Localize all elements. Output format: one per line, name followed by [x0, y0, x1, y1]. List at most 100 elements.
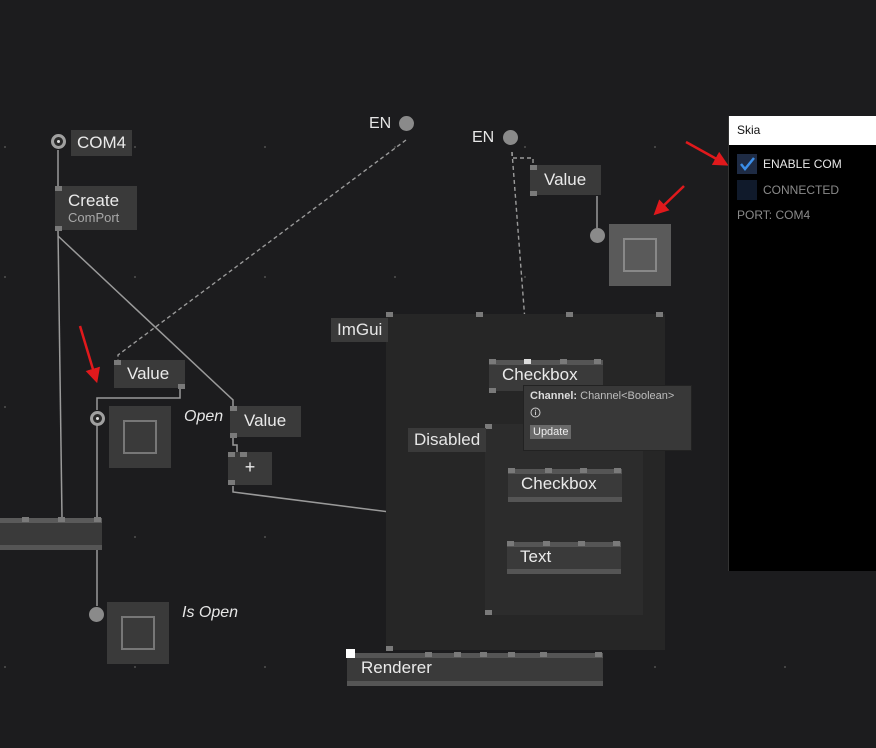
grid-dot [394, 276, 396, 278]
port-row: PORT: COM4 [737, 208, 810, 222]
imgui-pin-4[interactable] [656, 312, 663, 317]
plus-in-pin-a[interactable] [228, 452, 235, 457]
grid-dot [134, 146, 136, 148]
enable-com-row[interactable]: ENABLE COM [737, 154, 842, 174]
wire-value1-toggle [96, 388, 181, 410]
com4-node[interactable]: COM4 [71, 130, 132, 156]
grid-dot [4, 406, 6, 408]
checkbox2-pin-4[interactable] [614, 468, 621, 473]
open-toggle-box [123, 420, 157, 454]
checkbox1-pin-1[interactable] [489, 359, 496, 364]
text-pin-1[interactable] [507, 541, 514, 546]
plus-node[interactable]: + [228, 452, 272, 485]
disabled-label: Disabled [408, 428, 487, 452]
checkbox2-pin-3[interactable] [580, 468, 587, 473]
open-toggle[interactable] [109, 406, 171, 468]
value-node-1[interactable]: Value [114, 360, 185, 388]
checkbox1-pinbar [489, 360, 603, 365]
text-pinbar [507, 542, 621, 547]
connected-row: CONNECTED [737, 180, 839, 200]
text-pin-4[interactable] [613, 541, 620, 546]
checkbox1-label: Checkbox [502, 365, 578, 384]
pin-tooltip: Channel: Channel<Boolean> Update [523, 385, 692, 451]
en-pin-2[interactable] [503, 130, 518, 145]
plus-out-pin[interactable] [228, 480, 235, 485]
checkbox1-pin-2[interactable] [524, 359, 531, 364]
enable-com-label: ENABLE COM [763, 157, 842, 171]
renderer-pin-2[interactable] [425, 652, 432, 657]
left-bar-pin-3[interactable] [94, 517, 101, 522]
disabled-region[interactable] [485, 424, 643, 615]
toggle-top-pin[interactable] [590, 228, 605, 243]
left-bar-pins [0, 518, 102, 523]
imgui-out-pin[interactable] [386, 646, 393, 651]
value1-in-pin[interactable] [114, 360, 121, 365]
text-pin-3[interactable] [578, 541, 585, 546]
renderer-pin-7[interactable] [595, 652, 602, 657]
create-output-pin[interactable] [55, 226, 62, 231]
value1-label: Value [127, 364, 170, 383]
create-input-pin[interactable] [55, 186, 62, 191]
grid-dot [654, 666, 656, 668]
disabled-pin-in[interactable] [485, 424, 492, 429]
renderer-pin-3[interactable] [454, 652, 461, 657]
checkbox2-label: Checkbox [521, 474, 597, 493]
grid-dot [264, 146, 266, 148]
open-pin[interactable] [90, 411, 105, 426]
imgui-pin-1[interactable] [386, 312, 393, 317]
tooltip-key: Channel: [530, 390, 578, 402]
en-label-2: EN [472, 129, 495, 146]
checkbox1-out-pin[interactable] [489, 388, 496, 393]
com4-label: COM4 [77, 133, 127, 152]
skia-title: Skia [729, 116, 876, 145]
renderer-selected-pin[interactable] [346, 649, 355, 658]
is-open-pin[interactable] [89, 607, 104, 622]
disabled-pin-out[interactable] [485, 610, 492, 615]
enable-com-checkbox[interactable] [737, 154, 757, 174]
value-top-label: Value [544, 170, 587, 189]
create-comport-node[interactable]: Create ComPort [55, 186, 137, 230]
left-bar-pin-2[interactable] [58, 517, 65, 522]
renderer-node[interactable]: Renderer [347, 653, 603, 686]
arrow-top-toggle [653, 185, 685, 216]
check-icon [740, 157, 755, 171]
renderer-pin-6[interactable] [540, 652, 547, 657]
skia-window[interactable]: Skia ENABLE COM CONNECTED PORT: COM4 [728, 116, 876, 571]
renderer-bottom [347, 681, 603, 686]
value-top-in-pin[interactable] [530, 165, 537, 170]
left-bar-node[interactable] [0, 518, 102, 550]
checkbox2-pin-2[interactable] [545, 468, 552, 473]
value-node-top[interactable]: Value [530, 165, 601, 195]
plus-label: + [244, 457, 256, 477]
checkbox2-pin-1[interactable] [508, 468, 515, 473]
grid-dot [134, 536, 136, 538]
grid-dot [4, 146, 6, 148]
com4-pin[interactable] [51, 134, 66, 149]
imgui-pin-2[interactable] [476, 312, 483, 317]
value-node-2[interactable]: Value [230, 406, 301, 437]
is-open-toggle[interactable] [107, 602, 169, 664]
value-top-out-pin[interactable] [530, 191, 537, 196]
checkbox-node-2[interactable]: Checkbox [508, 469, 622, 501]
text-pin-2[interactable] [543, 541, 550, 546]
renderer-pin-5[interactable] [508, 652, 515, 657]
create-subtitle: ComPort [68, 210, 120, 225]
checkbox1-pin-4[interactable] [594, 359, 601, 364]
checkbox1-pin-3[interactable] [560, 359, 567, 364]
update-button[interactable]: Update [530, 425, 572, 439]
left-bar-pin-1[interactable] [22, 517, 29, 522]
imgui-pin-3[interactable] [566, 312, 573, 317]
en-pin-1[interactable] [399, 116, 414, 131]
grid-dot [524, 276, 526, 278]
value1-out-pin[interactable] [178, 384, 185, 389]
text-node[interactable]: Text [507, 542, 621, 574]
connected-label: CONNECTED [763, 183, 840, 197]
value2-out-pin[interactable] [230, 433, 237, 438]
connected-checkbox[interactable] [737, 180, 757, 200]
toggle-top[interactable] [609, 224, 671, 286]
plus-in-pin-b[interactable] [240, 452, 247, 457]
grid-dot [4, 666, 6, 668]
value2-in-pin[interactable] [230, 406, 237, 411]
renderer-pin-4[interactable] [480, 652, 487, 657]
